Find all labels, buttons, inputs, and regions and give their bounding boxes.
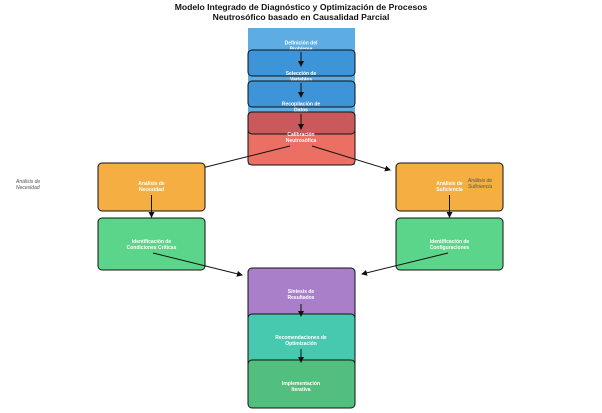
node-sintesis-label-2: Resultados	[288, 295, 315, 301]
node-analisis-necesidad-label-1: Análisis de	[138, 181, 165, 187]
node-seleccion-label-1: Selección de	[286, 71, 317, 77]
node-implementacion-label-1: Implementación	[282, 381, 320, 387]
node-identificacion-condiciones	[97, 217, 206, 271]
node-recomendaciones-label-1: Recomendaciones de	[275, 335, 327, 341]
side-label-left-2: Necesidad	[16, 185, 40, 191]
node-sintesis-label-1: Síntesis de	[288, 289, 315, 295]
side-label-left-1: Análisis de	[15, 179, 40, 185]
node-condiciones-label-2: Condiciones Críticas	[127, 245, 177, 251]
node-condiciones-label-1: Identificación de	[132, 239, 172, 245]
node-recopilacion-label-2: Datos	[294, 108, 308, 114]
node-calibracion-label-2: Neutrosófica	[286, 138, 317, 144]
node-identificacion-configuraciones	[395, 217, 504, 271]
diagram-title-line-2: Neutrosófico basado en Causalidad Parcia…	[213, 12, 390, 22]
arrow-condiciones-to-sintesis	[152, 252, 243, 277]
node-calibracion-label-1: Calibración	[287, 132, 314, 138]
diagram-title-line-1: Modelo Integrado de Diagnóstico y Optimi…	[175, 2, 428, 12]
node-definicion-label-1: Definición del	[285, 41, 318, 47]
node-analisis-suficiencia-label-2: Suficiencia	[436, 187, 463, 193]
side-label-right-1: Análisis de	[467, 178, 492, 184]
node-recomendaciones-label-2: Optimización	[285, 341, 316, 347]
side-label-right-2: Suficiencia	[468, 184, 492, 190]
arrow-calibracion-to-suficiencia	[311, 145, 391, 172]
node-configuraciones-label-2: Configuraciones	[430, 245, 470, 251]
arrow-configuraciones-to-sintesis	[361, 252, 449, 276]
node-recopilacion-label-1: Recopilación de	[282, 102, 321, 108]
node-configuraciones-label-1: Identificación de	[430, 239, 470, 245]
node-analisis-suficiencia-label-1: Análisis de	[436, 181, 463, 187]
node-seleccion-label-2: Variables	[290, 77, 312, 83]
node-analisis-necesidad-label-2: Necesidad	[139, 187, 164, 193]
node-implementacion-label-2: Iterativa	[291, 387, 310, 393]
